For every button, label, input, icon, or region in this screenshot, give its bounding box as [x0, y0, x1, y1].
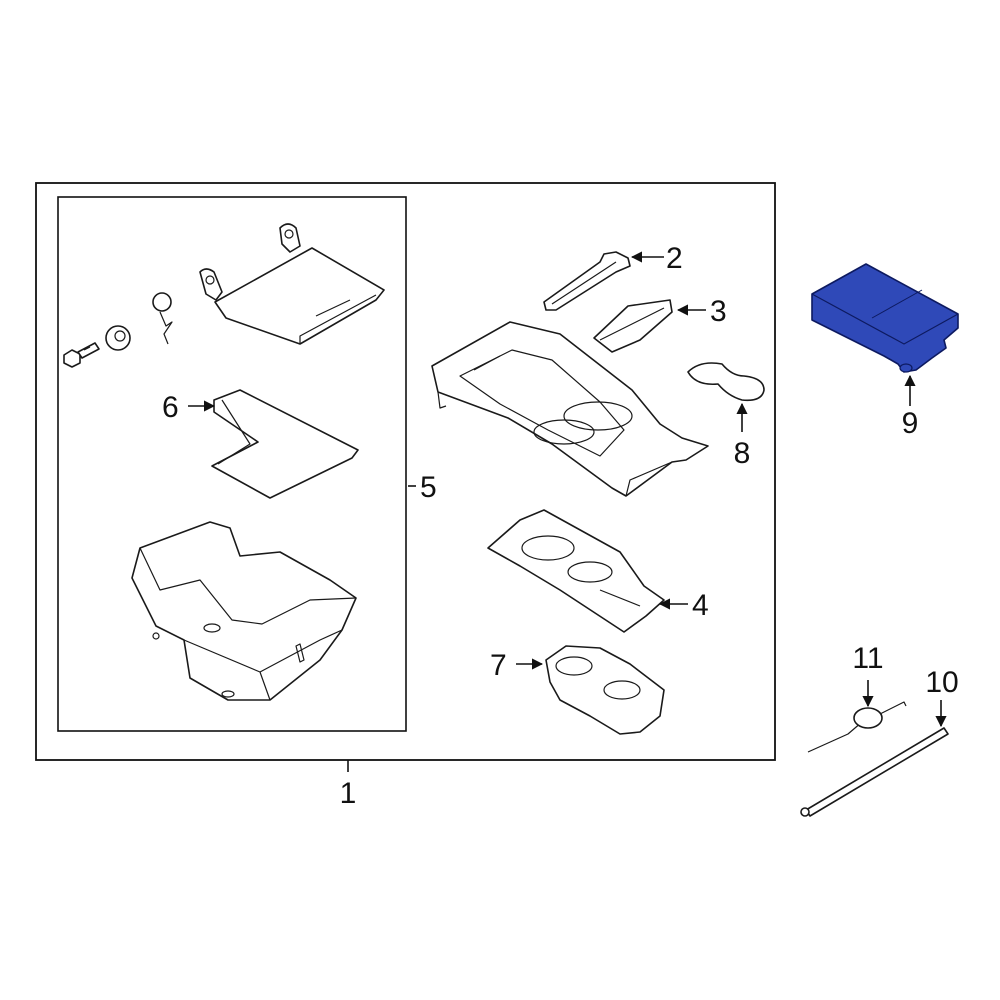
callout-7: 7	[490, 649, 507, 682]
gasket-part[interactable]	[687, 362, 765, 402]
bushing-part[interactable]	[105, 325, 131, 351]
callout-11: 11	[852, 642, 883, 675]
hinge-rod-part[interactable]	[800, 727, 949, 817]
cupholder-insert-part[interactable]	[545, 645, 665, 735]
spring-clip-part[interactable]	[152, 292, 173, 345]
armrest-lid-part[interactable]	[811, 263, 959, 373]
lid-hinge-plate-part[interactable]	[199, 223, 385, 345]
trim-panel-part[interactable]	[593, 299, 673, 353]
bolt-part[interactable]	[63, 342, 100, 368]
callout-9: 9	[902, 407, 919, 440]
callout-2: 2	[666, 242, 683, 275]
mat-part[interactable]	[211, 389, 359, 499]
callout-4: 4	[692, 589, 709, 622]
callout-5: 5	[420, 471, 437, 504]
callout-3: 3	[710, 295, 727, 328]
assembly-frame-outer	[35, 182, 776, 761]
torsion-spring-part[interactable]	[807, 701, 907, 753]
storage-bin-part[interactable]	[131, 521, 357, 701]
console-panel-part[interactable]	[431, 321, 709, 497]
assembly-frame-inner	[57, 196, 407, 732]
callout-10: 10	[925, 666, 958, 699]
callout-6: 6	[162, 391, 179, 424]
trim-strip-part[interactable]	[543, 251, 631, 311]
cupholder-tray-part[interactable]	[487, 509, 665, 633]
callout-8: 8	[734, 437, 751, 470]
callout-1: 1	[340, 777, 357, 810]
